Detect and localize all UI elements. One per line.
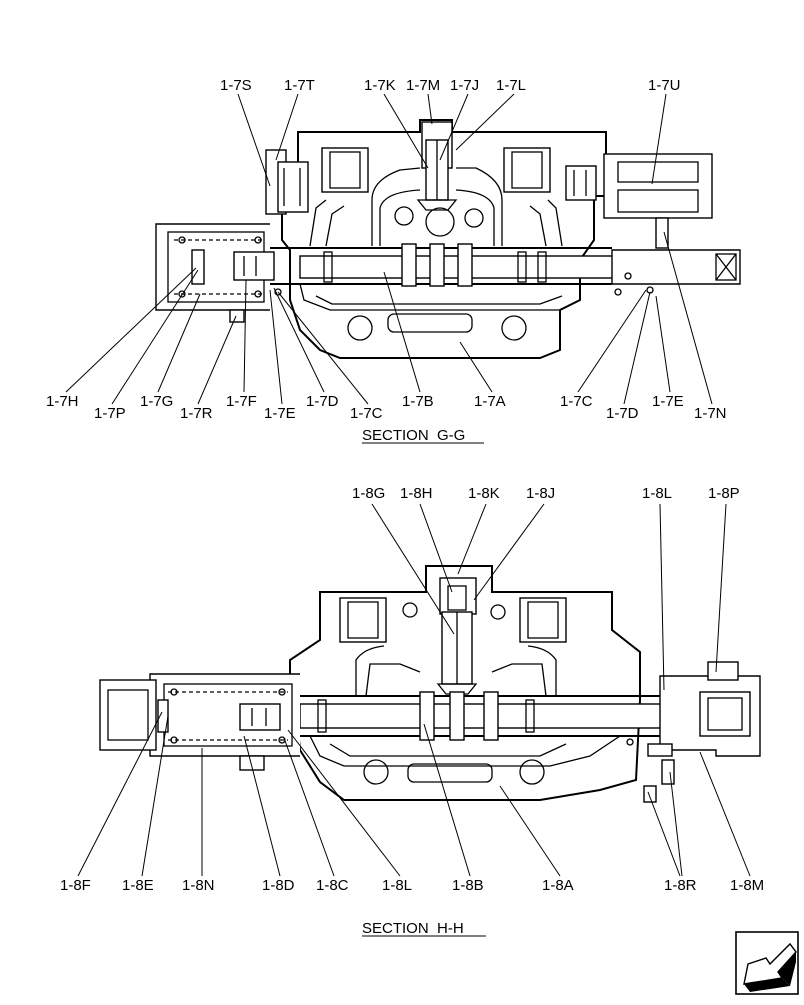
section-g-g-leaders <box>65 93 713 405</box>
label-1-7D-right: 1-7D <box>606 405 639 422</box>
label-1-7M: 1-7M <box>406 77 440 94</box>
label-1-8A: 1-8A <box>542 877 574 894</box>
section-g-g-labels: 1-7S 1-7T 1-7K 1-7M 1-7J 1-7L 1-7U 1-7H … <box>46 77 727 444</box>
label-1-7P: 1-7P <box>94 405 126 422</box>
label-1-7K: 1-7K <box>364 77 396 94</box>
page-arrow-icon[interactable] <box>735 931 799 995</box>
label-1-7U: 1-7U <box>648 77 681 94</box>
section-h-h-labels: 1-8G 1-8H 1-8K 1-8J 1-8L 1-8P 1-8F 1-8E … <box>60 485 764 937</box>
label-1-8K: 1-8K <box>468 485 500 502</box>
label-1-8D: 1-8D <box>262 877 295 894</box>
label-1-8P: 1-8P <box>708 485 740 502</box>
section-g-g-drawing <box>155 119 741 359</box>
label-1-8C: 1-8C <box>316 877 349 894</box>
label-1-8F: 1-8F <box>60 877 91 894</box>
section-h-h-title: SECTION H-H <box>362 920 464 937</box>
label-1-7R: 1-7R <box>180 405 213 422</box>
label-1-7S: 1-7S <box>220 77 252 94</box>
label-1-8J: 1-8J <box>526 485 555 502</box>
label-1-8N: 1-8N <box>182 877 215 894</box>
label-1-7J: 1-7J <box>450 77 479 94</box>
label-1-8G: 1-8G <box>352 485 385 502</box>
label-1-7B: 1-7B <box>402 393 434 410</box>
label-1-8E: 1-8E <box>122 877 154 894</box>
label-1-7C: 1-7C <box>350 405 383 422</box>
section-g-g-title: SECTION G-G <box>362 427 465 444</box>
label-1-8L-top: 1-8L <box>642 485 672 502</box>
label-1-8R: 1-8R <box>664 877 697 894</box>
label-1-7N: 1-7N <box>694 405 727 422</box>
label-1-7E: 1-7E <box>264 405 296 422</box>
label-1-8H: 1-8H <box>400 485 433 502</box>
label-1-7D: 1-7D <box>306 393 339 410</box>
label-1-7E-right: 1-7E <box>652 393 684 410</box>
section-h-h-leaders <box>77 503 751 877</box>
label-1-7C-right: 1-7C <box>560 393 593 410</box>
label-1-7T: 1-7T <box>284 77 315 94</box>
section-h-h-drawing <box>99 565 761 803</box>
label-1-7F: 1-7F <box>226 393 257 410</box>
label-1-8M: 1-8M <box>730 877 764 894</box>
label-1-8B: 1-8B <box>452 877 484 894</box>
label-1-7H: 1-7H <box>46 393 79 410</box>
label-1-7G: 1-7G <box>140 393 173 410</box>
label-1-8L-bottom: 1-8L <box>382 877 412 894</box>
label-1-7A: 1-7A <box>474 393 506 410</box>
label-1-7L: 1-7L <box>496 77 526 94</box>
